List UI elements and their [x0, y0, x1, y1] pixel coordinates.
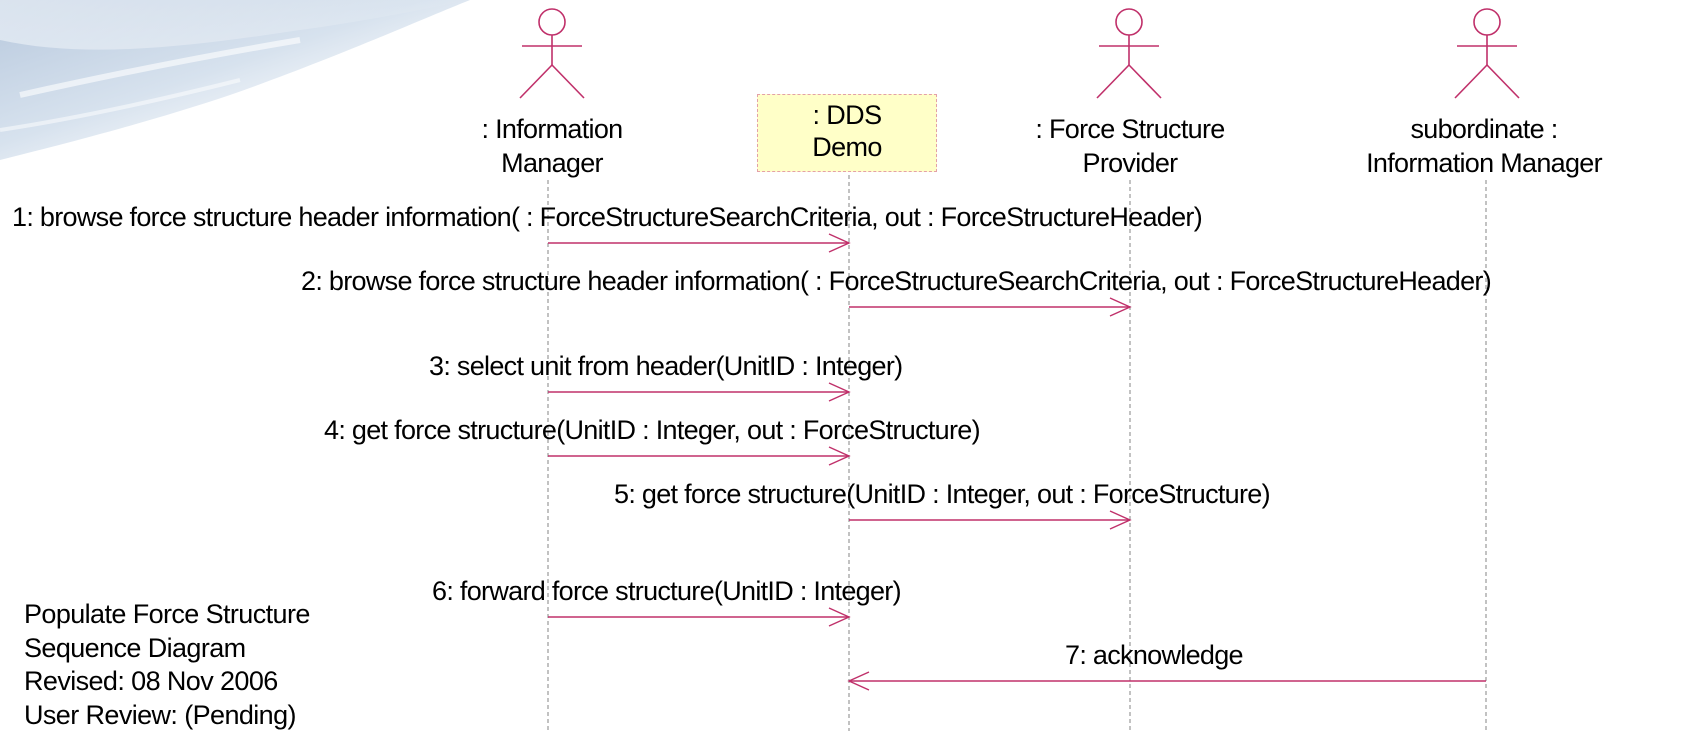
actor-force-provider-label: : Force Structure Provider [1035, 114, 1225, 178]
caption-revised: Revised: 08 Nov 2006 [24, 666, 278, 696]
background-sky-decoration [0, 0, 470, 160]
message-3-label: 3: select unit from header(UnitID : Inte… [429, 351, 903, 381]
message-5-label: 5: get force structure(UnitID : Integer,… [614, 479, 1271, 509]
message-7-label: 7: acknowledge [1065, 640, 1244, 670]
caption-title: Populate Force Structure [24, 599, 310, 629]
message-4-arrow [548, 446, 851, 466]
message-1-arrow [548, 233, 851, 253]
message-3-arrow [548, 382, 851, 402]
message-1-label: 1: browse force structure header informa… [12, 202, 1203, 232]
actor-info-manager-icon [519, 8, 585, 99]
message-5-arrow [849, 510, 1132, 530]
message-6-label: 6: forward force structure(UnitID : Inte… [432, 576, 902, 606]
object-dds-demo-line1: : DDS [812, 100, 882, 130]
actor-subordinate-label: subordinate : Information Manager [1366, 114, 1603, 178]
message-7-arrow [847, 671, 1486, 691]
caption-type: Sequence Diagram [24, 632, 246, 663]
message-2-label: 2: browse force structure header informa… [301, 266, 1492, 296]
message-2-arrow [849, 297, 1132, 317]
actor-info-manager-label: : Information Manager [481, 114, 624, 178]
object-dds-demo-box: : DDS Demo [757, 94, 937, 172]
actor-force-provider-icon [1096, 8, 1162, 99]
caption-review: User Review: (Pending) [24, 699, 297, 730]
lifelines [547, 168, 1487, 731]
message-arrows [548, 233, 1486, 691]
diagram-caption: Populate Force Structure Sequence Diagra… [24, 598, 310, 731]
object-dds-demo-line2: Demo [812, 132, 882, 162]
actor-subordinate-icon [1454, 8, 1520, 99]
message-4-label: 4: get force structure(UnitID : Integer,… [324, 415, 981, 445]
message-6-arrow [548, 607, 851, 627]
